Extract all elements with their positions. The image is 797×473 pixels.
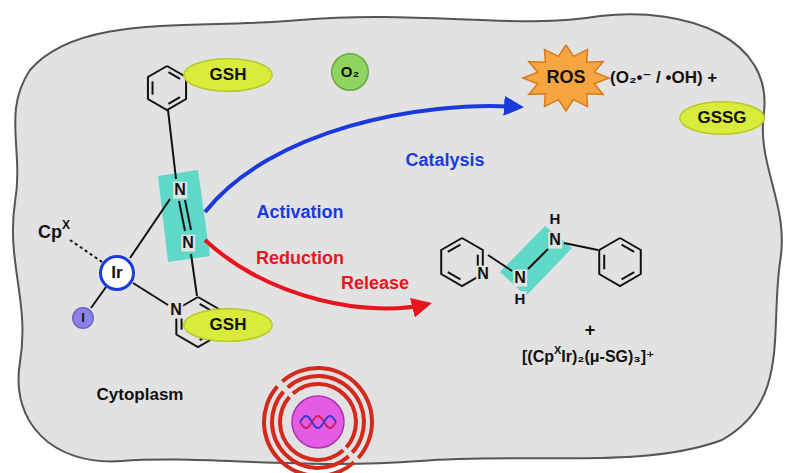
node-text: O₂ [341, 64, 359, 81]
dna-strand [300, 416, 336, 428]
iridium-atom: Ir [99, 255, 135, 291]
reduction-arrow [205, 240, 428, 308]
formula-superscript: X [554, 345, 561, 357]
mitochondrion-fold [292, 382, 358, 449]
gsh-oval: GSH [183, 308, 273, 342]
node-text: GSSG [697, 109, 746, 128]
ring-double-bond [448, 272, 461, 279]
ring-double-bond [448, 245, 461, 252]
ellipse-outline [184, 59, 273, 92]
cp-superscript: X [62, 219, 70, 232]
dna-strand [300, 416, 336, 428]
ring-double-bond [603, 255, 605, 270]
ring-double-bond [168, 97, 180, 104]
node-text: ROS [546, 68, 585, 88]
atom-label: N [173, 182, 187, 199]
ring-double-bond [152, 81, 154, 94]
ring-outline [148, 66, 186, 110]
iodide-atom: I [72, 307, 94, 329]
atom-label: N [548, 232, 562, 249]
atom-label: N [181, 235, 195, 252]
ellipse-outline [332, 54, 369, 91]
node-text: I [81, 311, 85, 325]
star-outline [523, 45, 609, 111]
ring-outline [599, 238, 641, 286]
hydrazine-highlight [500, 226, 572, 296]
process-label: Release [341, 274, 409, 293]
mitochondrion-fold [278, 396, 345, 462]
product-formula: Ir)₂(μ-SG)₃]⁺ [561, 349, 654, 366]
nucleus [292, 396, 344, 448]
oxygen-circle: O₂ [331, 53, 369, 91]
activation-arrow [205, 106, 520, 212]
ellipse-outline [73, 308, 94, 329]
molecule-bonds [70, 66, 641, 347]
ring-double-bond [622, 245, 635, 252]
atom-label: N [169, 302, 183, 319]
atom-label: H [514, 291, 527, 307]
node-text: Ir [111, 264, 122, 283]
process-label: Activation [256, 203, 343, 222]
cp-ligand: Cp [38, 223, 62, 242]
ellipse-outline [680, 102, 765, 135]
plus-sign: + [585, 321, 596, 340]
node-text: GSH [210, 66, 247, 85]
process-label: Catalysis [405, 151, 484, 170]
compartment-label: Cytoplasm [97, 386, 184, 404]
atom-label: N [513, 270, 527, 287]
ellipse-outline [101, 257, 134, 290]
node-text: GSH [210, 316, 247, 335]
ellipse-outline [184, 309, 273, 342]
mitochondrion-fold [286, 374, 366, 454]
process-label: Reduction [256, 249, 344, 268]
mitochondrion-fold [270, 390, 350, 470]
azo-highlight [158, 170, 210, 262]
ros-star: ROS [523, 45, 609, 111]
ring-double-bond [622, 272, 635, 279]
mitochondria-nucleus [262, 366, 374, 473]
cell-outline [13, 14, 782, 464]
ros-species: (O₂•⁻ / •OH) + [610, 69, 717, 87]
gsh-oval: GSH [183, 58, 273, 92]
product-formula: [(Cp [522, 349, 554, 366]
mitochondrion-fold [262, 385, 355, 473]
ring-double-bond [168, 72, 180, 79]
mitochondrion-fold [281, 366, 374, 459]
atom-label: N [476, 266, 490, 283]
gssg-oval: GSSG [679, 101, 765, 135]
atom-label: H [549, 211, 562, 227]
